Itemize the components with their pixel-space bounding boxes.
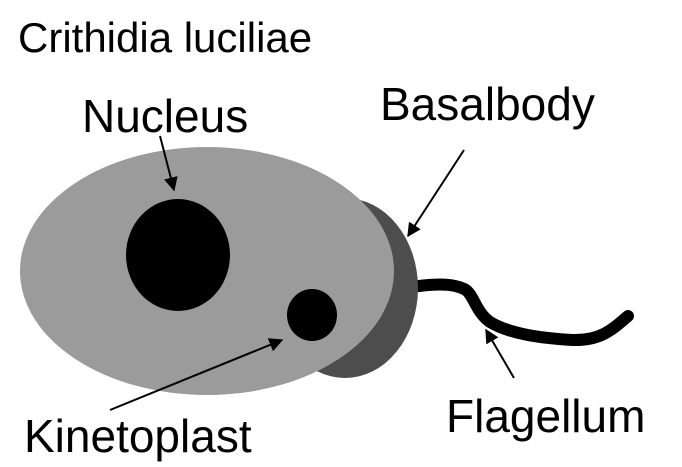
flagellum-arrow bbox=[486, 330, 514, 378]
flagellum-label: Flagellum bbox=[446, 390, 645, 442]
flagellum-shape bbox=[405, 285, 628, 341]
nucleus-shape bbox=[126, 199, 230, 311]
diagram-title: Crithidia luciliae bbox=[18, 14, 312, 61]
kinetoplast-label: Kinetoplast bbox=[24, 410, 252, 462]
nucleus-label: Nucleus bbox=[82, 90, 248, 142]
basal-body-label: Basalbody bbox=[380, 78, 595, 130]
basal-body-arrow bbox=[408, 150, 464, 236]
kinetoplast-shape bbox=[287, 289, 337, 341]
